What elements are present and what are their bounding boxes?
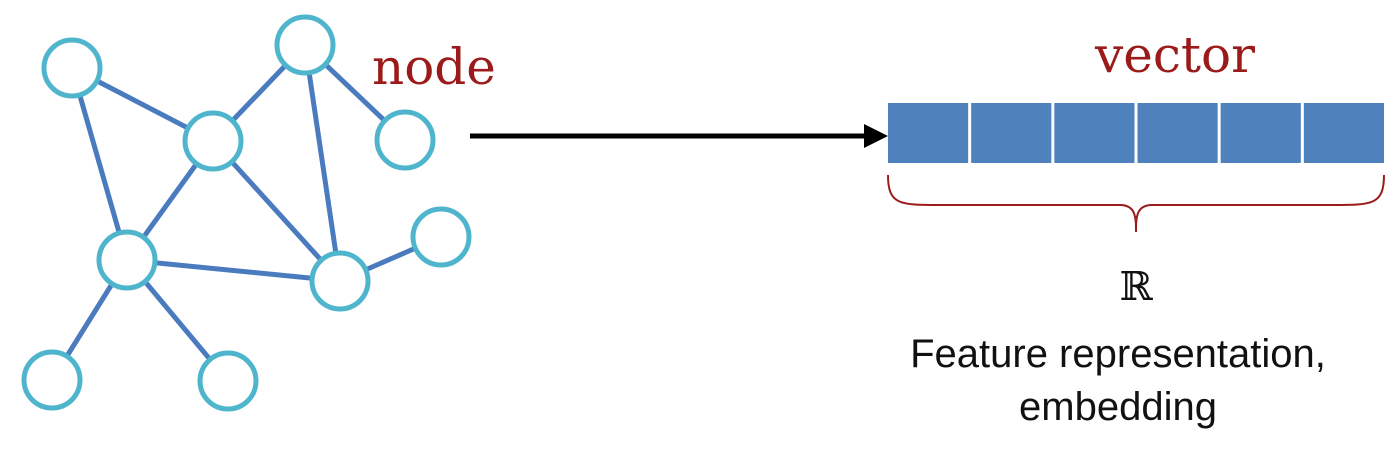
graph-edge: [302, 42, 343, 284]
caption-line-1: Feature representation,: [910, 332, 1326, 376]
node-label: node: [372, 38, 496, 96]
vector-cell: [1137, 103, 1218, 163]
vector-cell: [888, 103, 969, 163]
graph-node: [410, 206, 472, 268]
graph-nodes: [21, 14, 472, 412]
vector-cell: [1220, 103, 1301, 163]
graph-edge: [210, 138, 343, 284]
graph-edge: [69, 65, 130, 263]
graph-node: [374, 109, 436, 171]
vector-cell: [971, 103, 1052, 163]
vector-brace: [887, 174, 1385, 233]
vector-cell: [1303, 103, 1384, 163]
embedding-vector: [888, 103, 1384, 163]
graph-node: [96, 229, 158, 291]
graph-node: [21, 349, 83, 411]
graph-node: [197, 350, 259, 412]
real-numbers-symbol: ℝ: [1119, 264, 1153, 310]
graph-node: [309, 250, 371, 312]
vector-cell: [1054, 103, 1135, 163]
graph-node: [182, 110, 244, 172]
vector-label: vector: [1094, 26, 1255, 84]
graph-node: [41, 37, 103, 99]
caption-line-2: embedding: [1019, 385, 1217, 429]
mapping-arrow: [470, 124, 888, 148]
graph-edge: [124, 257, 343, 284]
graph-node: [274, 14, 336, 76]
